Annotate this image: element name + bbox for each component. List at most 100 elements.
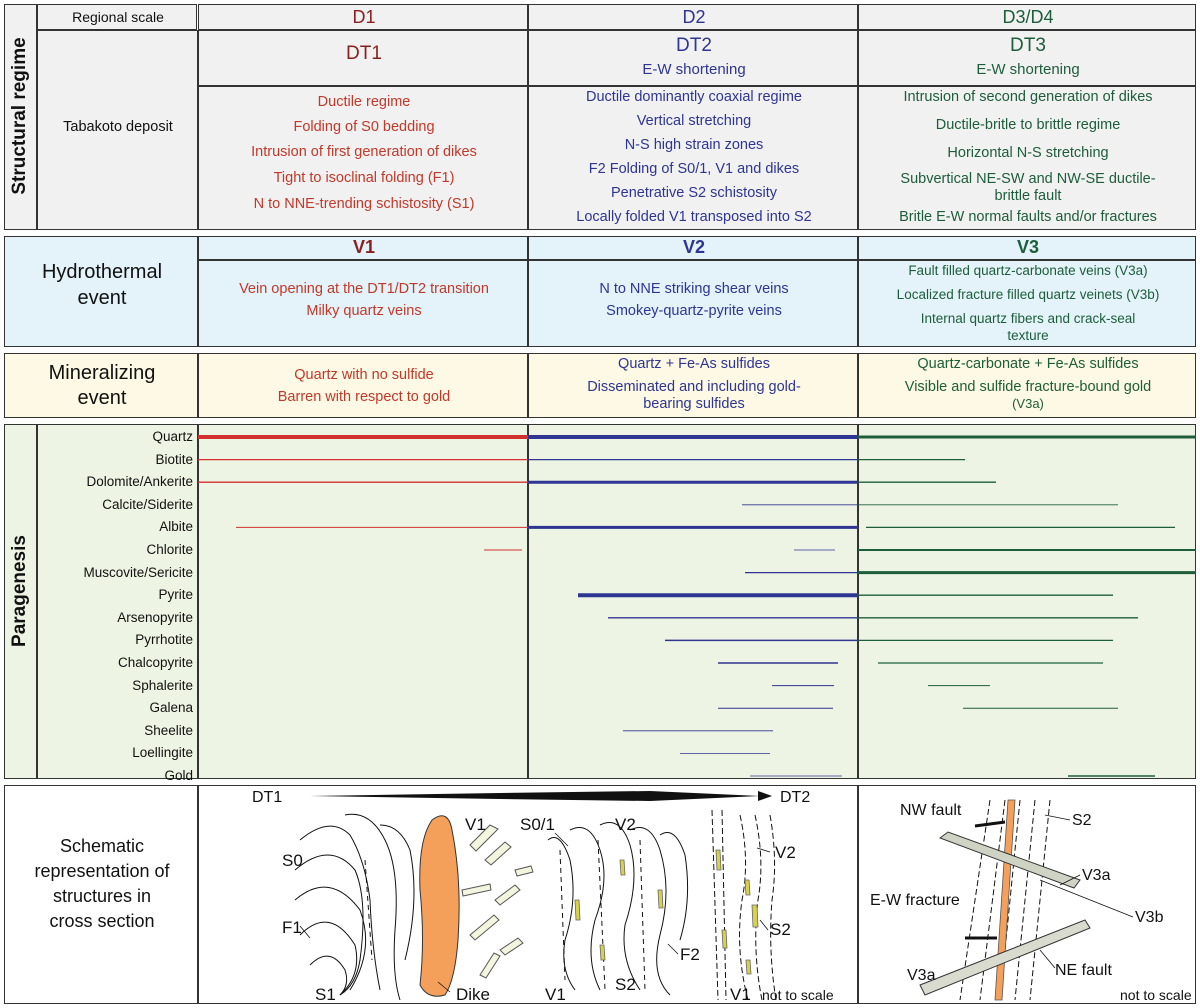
dt2-title: DT2 (676, 35, 712, 56)
v2-line: Smokey-quartz-pyrite veins (606, 303, 782, 319)
ne-dike (994, 799, 1016, 1001)
regional-scale-cell: Regional scale (37, 4, 197, 30)
not-to-scale-left: not to scale (762, 987, 834, 1003)
dt2-header: DT2 E-W shortening (528, 30, 858, 86)
mineral-label: Calcite/Siderite (102, 496, 193, 512)
mineral-label: Dolomite/Ankerite (86, 474, 193, 490)
mineralizing-line: bearing sulfides (643, 396, 745, 412)
s1-label: S1 (315, 985, 336, 1004)
ne-fault-label: NE fault (1055, 962, 1112, 979)
mineralizing-line: Quartz-carbonate + Fe-As sulfides (917, 356, 1139, 372)
mineralizing-d2: Quartz + Fe-As sulfides Disseminated and… (528, 353, 858, 418)
tabakoto-deposit-label: Tabakoto deposit (63, 119, 173, 135)
dike-shape (419, 815, 460, 997)
s2-label: S2 (615, 975, 636, 994)
dt1-description: Ductile regime Folding of S0 bedding Int… (198, 86, 528, 230)
fold-lines (294, 813, 415, 1001)
mineral-label: Arsenopyrite (117, 609, 193, 625)
v3a-label: V3a (1082, 867, 1111, 884)
v3a-lower-vein (919, 919, 1091, 996)
mineralizing-label: Mineralizing (48, 362, 156, 384)
mineral-label: Loellingite (132, 745, 193, 761)
v1b-label: V1 (730, 985, 751, 1004)
ew-fracture-label: E-W fracture (870, 892, 960, 909)
mineralizing-line: (V3a) (1012, 396, 1044, 411)
schematic-label: structures in (52, 886, 152, 906)
mineral-label: Gold (164, 768, 193, 783)
dt2-description: Ductile dominantly coaxial regime Vertic… (528, 86, 858, 230)
d2-title: D2 (682, 7, 706, 27)
s2-cleavage (711, 809, 777, 1001)
schematic-label: Schematic (59, 836, 145, 856)
paragenesis-d3 (858, 424, 1196, 779)
mineral-label: Quartz (152, 429, 193, 444)
nw-fault-vein (938, 831, 1081, 889)
v2-title: V2 (682, 237, 706, 257)
dt3-line: Horizontal N-S stretching (947, 145, 1109, 161)
dt2-line: Vertical stretching (636, 113, 752, 129)
dt3-header: DT3 E-W shortening (858, 30, 1196, 86)
dt1-line: N to NNE-trending schistosity (S1) (253, 196, 475, 212)
dike-label: Dike (456, 985, 490, 1004)
v3-line: Internal quartz fibers and crack-seal (920, 311, 1136, 326)
v1-line: Milky quartz veins (306, 303, 422, 319)
not-to-scale-right: not to scale (1120, 987, 1192, 1003)
dt1-line: Ductile regime (317, 94, 411, 110)
v3a-lower-label: V3a (907, 967, 936, 984)
v1-label: V1 (465, 815, 486, 834)
mineralizing-d1: Quartz with no sulfide Barren with respe… (198, 353, 528, 418)
mineralizing-line: Disseminated and including gold- (587, 379, 801, 395)
mineralizing-label-cell: Mineralizing event (4, 353, 198, 418)
dt1-line: Tight to isoclinal folding (F1) (273, 170, 455, 186)
v3-header: V3 (858, 236, 1196, 260)
tabakoto-deposit-cell: Tabakoto deposit (37, 30, 198, 230)
dt3-line: Intrusion of second generation of dikes (903, 89, 1153, 105)
mineral-label: Chlorite (146, 542, 193, 557)
mineralizing-line: Quartz + Fe-As sulfides (618, 356, 770, 372)
s2-right-label: S2 (1072, 812, 1092, 829)
v2-header: V2 (528, 236, 858, 260)
mineral-label: Sphalerite (132, 677, 193, 693)
dt1-title: DT1 (346, 43, 382, 64)
arrow-start-label: DT1 (252, 789, 282, 806)
f2-folds (547, 822, 689, 996)
mineral-label: Biotite (155, 451, 193, 467)
v3-line: Localized fracture filled quartz veinets… (896, 287, 1160, 302)
v3-description: Fault filled quartz-carbonate veins (V3a… (858, 260, 1196, 347)
mineralizing-line: Quartz with no sulfide (294, 367, 434, 383)
schematic-label: cross section (49, 911, 155, 931)
arrow-head (758, 791, 772, 801)
hydrothermal-label-cell: Hydrothermal event (4, 236, 198, 347)
d34-title: D3/D4 (1002, 7, 1054, 27)
structural-regime-label-cell: Structural regime (4, 4, 37, 230)
v3-title: V3 (1016, 237, 1040, 257)
dt3-line: brittle fault (994, 188, 1062, 204)
mineralizing-label: event (77, 387, 127, 409)
v2-veins-mid (574, 859, 664, 961)
v2b-label: V2 (775, 843, 796, 862)
mineral-label: Muscovite/Sericite (83, 564, 193, 580)
schematic-label-cell: Schematic representation of structures i… (4, 785, 198, 1004)
hydrothermal-label: event (77, 287, 127, 309)
v3b-label: V3b (1135, 909, 1164, 926)
arrow-end-label: DT2 (780, 789, 810, 806)
v1-lower-label: V1 (545, 985, 566, 1004)
dt3-description: Intrusion of second generation of dikes … (858, 86, 1196, 230)
schematic-label: representation of (34, 861, 170, 881)
deformation-arrow (310, 791, 760, 801)
dt3-title: DT3 (1010, 35, 1046, 56)
dt2-line: Penetrative S2 schistosity (610, 185, 778, 201)
dt1-line: Intrusion of first generation of dikes (251, 144, 477, 160)
paragenesis-label-cell: Paragenesis (4, 424, 37, 779)
d2-header: D2 (528, 4, 858, 30)
s0-label: S0 (282, 851, 303, 870)
dt1-header: DT1 (198, 30, 528, 86)
v2-line: N to NNE striking shear veins (599, 281, 789, 297)
d1-title: D1 (352, 7, 376, 27)
dt2-line: F2 Folding of S0/1, V1 and dikes (588, 161, 800, 177)
hydrothermal-label: Hydrothermal (41, 261, 163, 283)
mineral-label: Chalcopyrite (117, 655, 193, 670)
